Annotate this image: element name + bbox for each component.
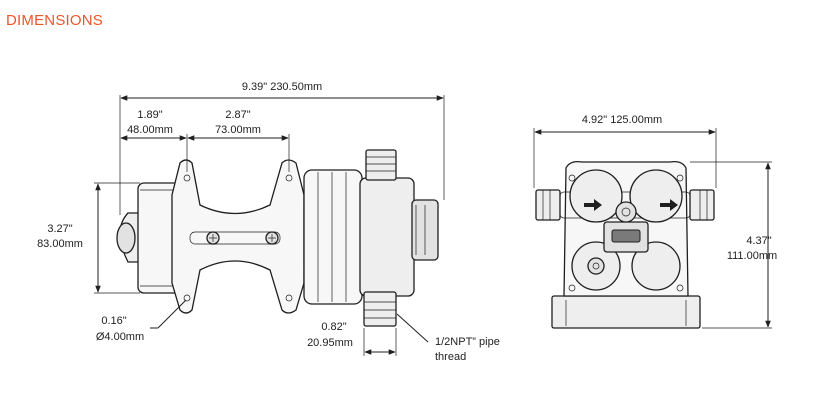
mount-hole-top-right [285, 174, 293, 182]
mount-offset-mm-label: 48.00mm [127, 124, 173, 136]
chamber-top-right [629, 169, 683, 223]
mount-spacing-in-label: 2.87" [225, 109, 250, 121]
mount-spacing-mm-label: 73.00mm [215, 124, 261, 136]
front-height-mm-label: 111.00mm [727, 250, 777, 262]
cap-knob [116, 222, 136, 254]
port-in-label: 0.82" [321, 321, 346, 333]
mount-bracket [171, 159, 305, 314]
bolt-br-icon [676, 284, 684, 292]
pump-housing [303, 169, 363, 305]
front-width-label: 4.92" 125.00mm [582, 114, 662, 126]
chamber-bottom-right [631, 241, 681, 291]
center-screw-icon [615, 201, 637, 223]
outlet-port [689, 189, 715, 221]
bottom-screw-icon [587, 257, 605, 275]
pump-base [551, 295, 701, 329]
hole-mm-label: Ø4.00mm [96, 331, 144, 343]
overall-length-label: 9.39" 230.50mm [242, 81, 322, 93]
chamber-top-left [569, 169, 623, 223]
front-height-in-label: 4.37" [746, 235, 771, 247]
thread-label-line2: thread [435, 351, 466, 363]
bolt-tr-icon [676, 174, 684, 182]
mount-hole-top-left [183, 174, 191, 182]
port-mm-label: 20.95mm [307, 337, 353, 349]
bolt-bl-icon [568, 284, 576, 292]
mount-offset-in-label: 1.89" [137, 109, 162, 121]
flow-arrow-right-icon [660, 199, 678, 211]
front-view: 4.92" 125.00mm 4.37" 111.00mm [533, 114, 777, 329]
pump-head [359, 177, 415, 297]
bolt-tl-icon [568, 174, 576, 182]
page-title: DIMENSIONS [6, 12, 104, 29]
inlet-port [535, 189, 561, 221]
valve-slot [611, 229, 641, 243]
mount-hole-bottom-left [183, 294, 191, 302]
bracket-slot [189, 231, 281, 245]
mount-hole-bottom-right [285, 294, 293, 302]
hole-in-label: 0.16" [101, 315, 126, 327]
top-port [365, 149, 397, 181]
height-in-label: 3.27" [47, 223, 72, 235]
bottom-port [363, 291, 397, 327]
thread-label-line1: 1/2NPT” pipe [435, 336, 500, 348]
flow-arrow-left-icon [584, 199, 602, 211]
side-view: 9.39" 230.50mm 1.89" 48.00mm 2.87" 73.00… [37, 81, 500, 363]
height-mm-label: 83.00mm [37, 238, 83, 250]
